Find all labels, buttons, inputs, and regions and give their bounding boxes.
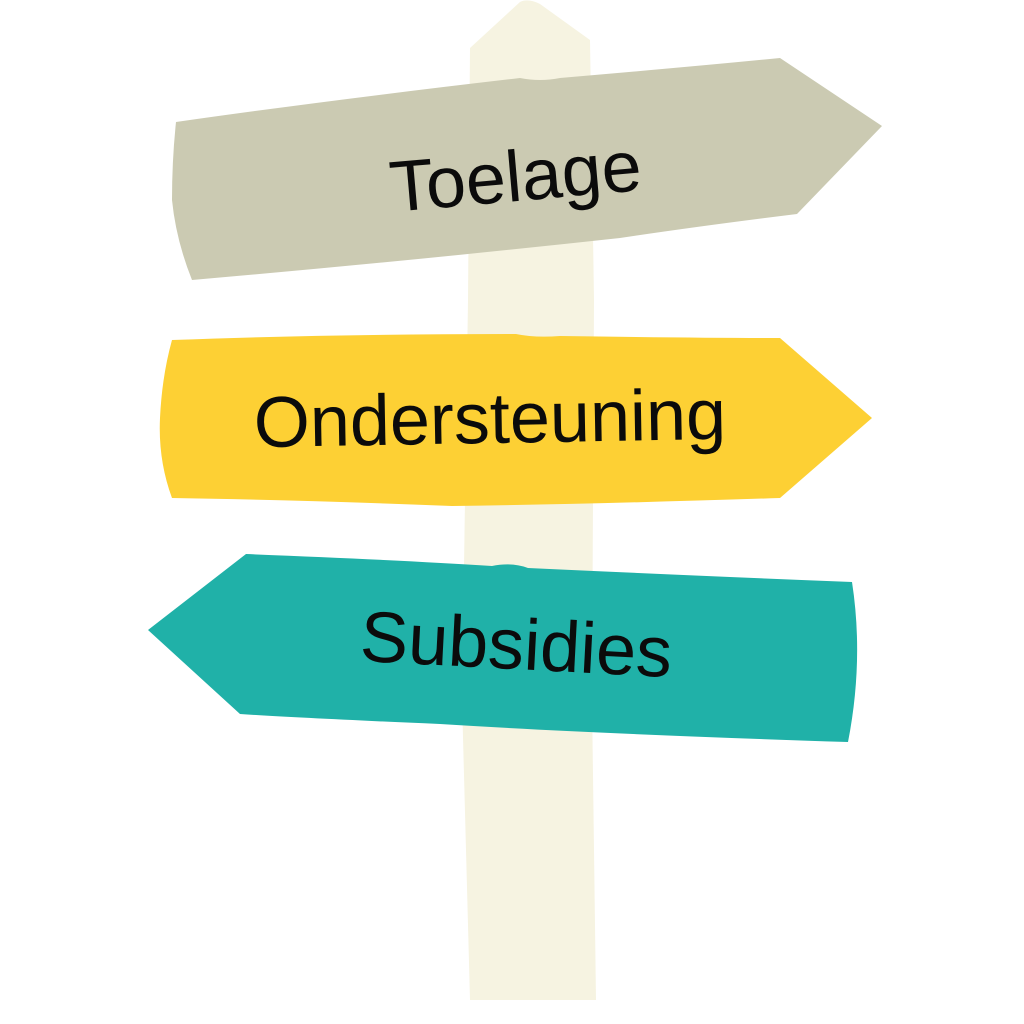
sign-subsidies-label: Subsidies (358, 597, 674, 693)
sign-toelage-board (172, 58, 882, 280)
sign-toelage: Toelage (172, 58, 882, 280)
sign-ondersteuning-label: Ondersteuning (253, 375, 727, 463)
sign-ondersteuning: Ondersteuning (159, 334, 872, 506)
sign-ondersteuning-board (159, 334, 872, 506)
sign-subsidies: Subsidies (148, 554, 858, 742)
sign-subsidies-board (148, 554, 858, 742)
